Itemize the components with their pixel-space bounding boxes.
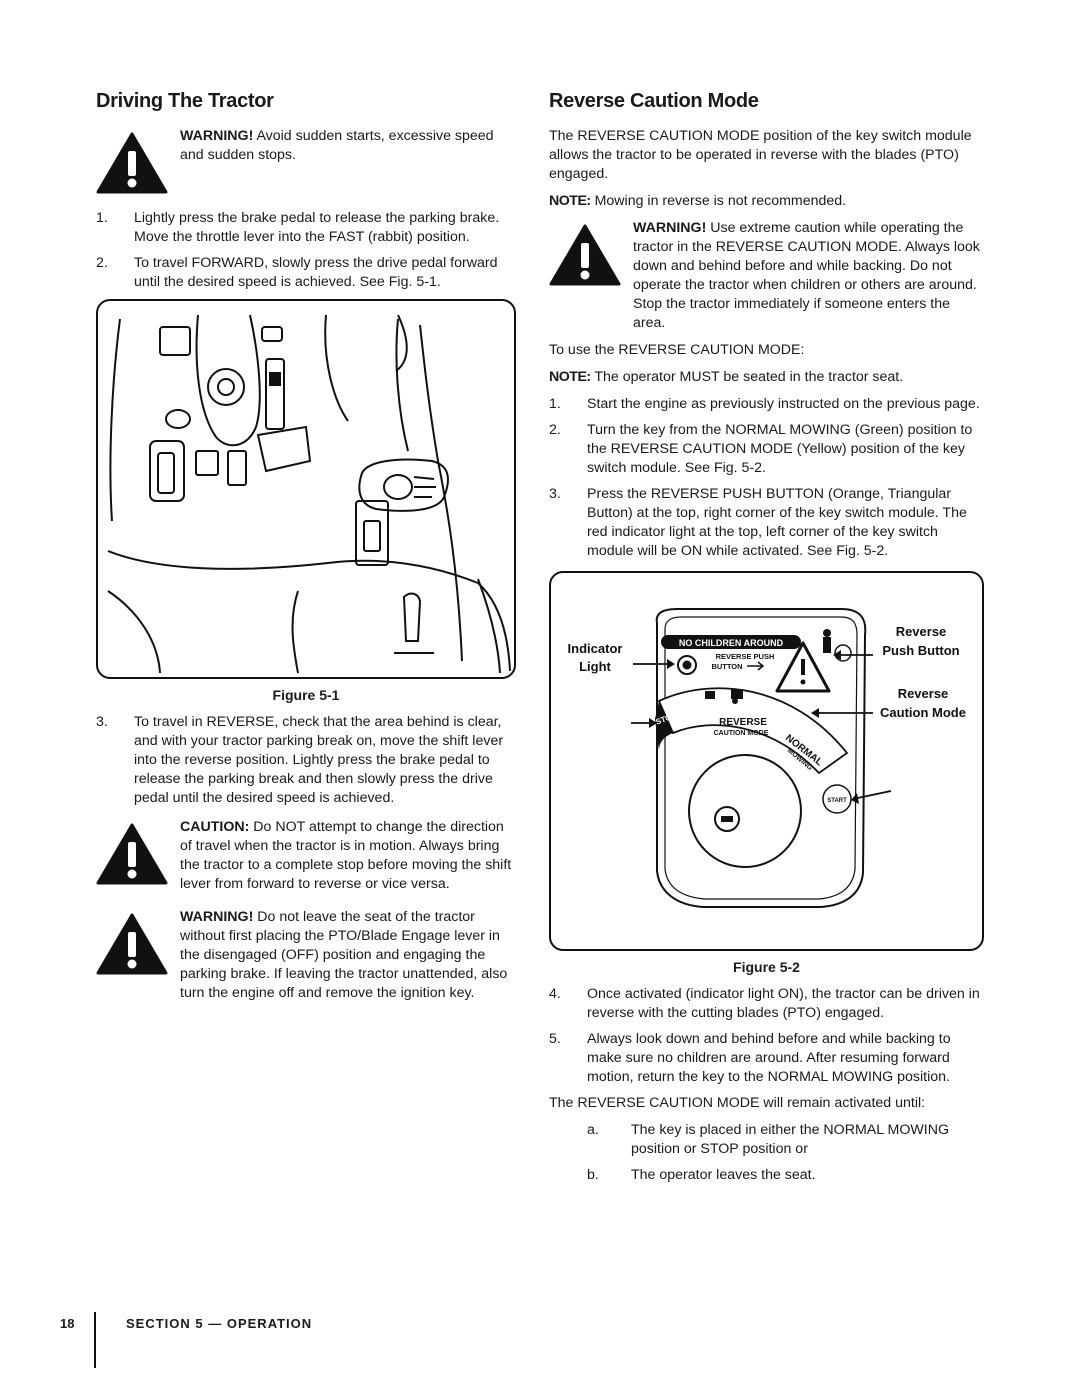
reverse-mode-steps-continued: 4.Once activated (indicator light ON), t… xyxy=(549,985,984,1087)
reverse-mode-steps: 1.Start the engine as previously instruc… xyxy=(549,395,984,561)
section-heading-reverse: Reverse Caution Mode xyxy=(549,90,759,112)
list-item: 2.To travel FORWARD, slowly press the dr… xyxy=(96,255,498,290)
warning-triangle-icon xyxy=(96,132,168,194)
warning-text: WARNING! Use extreme caution while opera… xyxy=(633,220,980,331)
use-intro: To use the REVERSE CAUTION MODE: xyxy=(549,342,805,358)
indicator-light-label-2: Light xyxy=(579,659,611,674)
reverse-push-button-label-2: Push Button xyxy=(882,643,959,658)
page-number: 18 xyxy=(60,1316,75,1331)
reverse-step: 3.To travel in REVERSE, check that the a… xyxy=(96,713,516,808)
panel-reverse-label: REVERSE xyxy=(719,717,767,728)
reverse-caution-mode-label-2: Caution Mode xyxy=(880,705,966,720)
tractor-icon xyxy=(705,691,715,699)
list-item: 1.Lightly press the brake pedal to relea… xyxy=(96,210,500,245)
warning-block-reverse: WARNING! Use extreme caution while opera… xyxy=(549,219,984,333)
footer-divider xyxy=(94,1312,96,1368)
warning-text: WARNING! Avoid sudden starts, excessive … xyxy=(180,128,494,163)
section-label: SECTION 5 — OPERATION xyxy=(126,1316,313,1331)
person-icon xyxy=(823,637,831,653)
panel-rpb-label-1: REVERSE PUSH xyxy=(716,652,775,661)
note-mowing: NOTE: Mowing in reverse is not recommend… xyxy=(549,193,847,209)
panel-rpb-label-2: BUTTON xyxy=(711,662,742,671)
list-item: 5.Always look down and behind before and… xyxy=(549,1031,951,1085)
panel-start-label: START xyxy=(827,798,847,804)
note-seated: NOTE: The operator MUST be seated in the… xyxy=(549,369,904,385)
figure-5-2-frame: NO CHILDREN AROUND REVERSE PUSH BUTTON R… xyxy=(549,571,984,951)
warning-triangle-icon xyxy=(549,224,621,286)
dashboard-illustration xyxy=(107,314,511,674)
list-item: 2.Turn the key from the NORMAL MOWING (G… xyxy=(549,422,973,476)
right-column: Reverse Caution Mode The REVERSE CAUTION… xyxy=(549,90,984,1192)
figure-caption: Figure 5-2 xyxy=(733,959,800,975)
figure-5-1-frame xyxy=(96,299,516,679)
caution-block: CAUTION: Do NOT attempt to change the di… xyxy=(96,818,516,894)
left-column: Driving The Tractor WARNING! Avoid sudde… xyxy=(96,90,516,1017)
warning-triangle-icon xyxy=(96,913,168,975)
reverse-push-button-label-1: Reverse xyxy=(896,624,947,639)
intro-paragraph: The REVERSE CAUTION MODE position of the… xyxy=(549,128,972,182)
start-position-icon xyxy=(822,784,852,814)
remain-paragraph: The REVERSE CAUTION MODE will remain act… xyxy=(549,1095,926,1111)
warning-block-sudden: WARNING! Avoid sudden starts, excessive … xyxy=(96,127,516,195)
page-footer: 18 SECTION 5 — OPERATION xyxy=(60,1312,460,1372)
panel-top-label: NO CHILDREN AROUND xyxy=(679,638,784,648)
section-heading-driving: Driving The Tractor xyxy=(96,90,274,112)
driving-steps: 1.Lightly press the brake pedal to relea… xyxy=(96,209,516,292)
list-item: 3.Press the REVERSE PUSH BUTTON (Orange,… xyxy=(549,486,967,559)
key-switch-diagram: NO CHILDREN AROUND REVERSE PUSH BUTTON R… xyxy=(568,608,966,908)
list-item: a.The key is placed in either the NORMAL… xyxy=(587,1122,950,1157)
reverse-caution-mode-label-1: Reverse xyxy=(898,686,949,701)
warning-block-seat: WARNING! Do not leave the seat of the tr… xyxy=(96,908,516,1003)
list-item: b.The operator leaves the seat. xyxy=(587,1167,816,1183)
indicator-light-label-1: Indicator xyxy=(568,641,623,656)
list-item: 4.Once activated (indicator light ON), t… xyxy=(549,986,980,1021)
caution-text: CAUTION: Do NOT attempt to change the di… xyxy=(180,819,512,892)
list-item: 3.To travel in REVERSE, check that the a… xyxy=(96,714,504,806)
panel-caution-label: CAUTION MODE xyxy=(714,730,769,737)
figure-caption: Figure 5-1 xyxy=(272,687,340,703)
key-dial xyxy=(688,754,802,868)
warning-text: WARNING! Do not leave the seat of the tr… xyxy=(180,909,508,1001)
condition-list: a.The key is placed in either the NORMAL… xyxy=(549,1121,984,1185)
list-item: 1.Start the engine as previously instruc… xyxy=(549,396,980,412)
warning-triangle-icon xyxy=(96,823,168,885)
